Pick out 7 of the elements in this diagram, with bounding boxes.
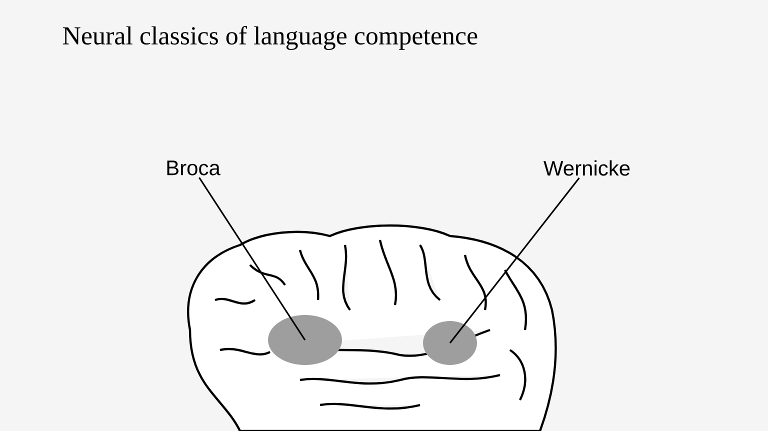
title: Neural classics of language competence	[62, 26, 478, 50]
region-label: Broca	[167, 160, 220, 176]
region-label: Wernicke	[544, 160, 630, 176]
highlighted-area	[423, 321, 477, 365]
highlighted-area	[268, 315, 342, 365]
leader-line	[198, 177, 306, 340]
leader-line	[449, 177, 580, 344]
